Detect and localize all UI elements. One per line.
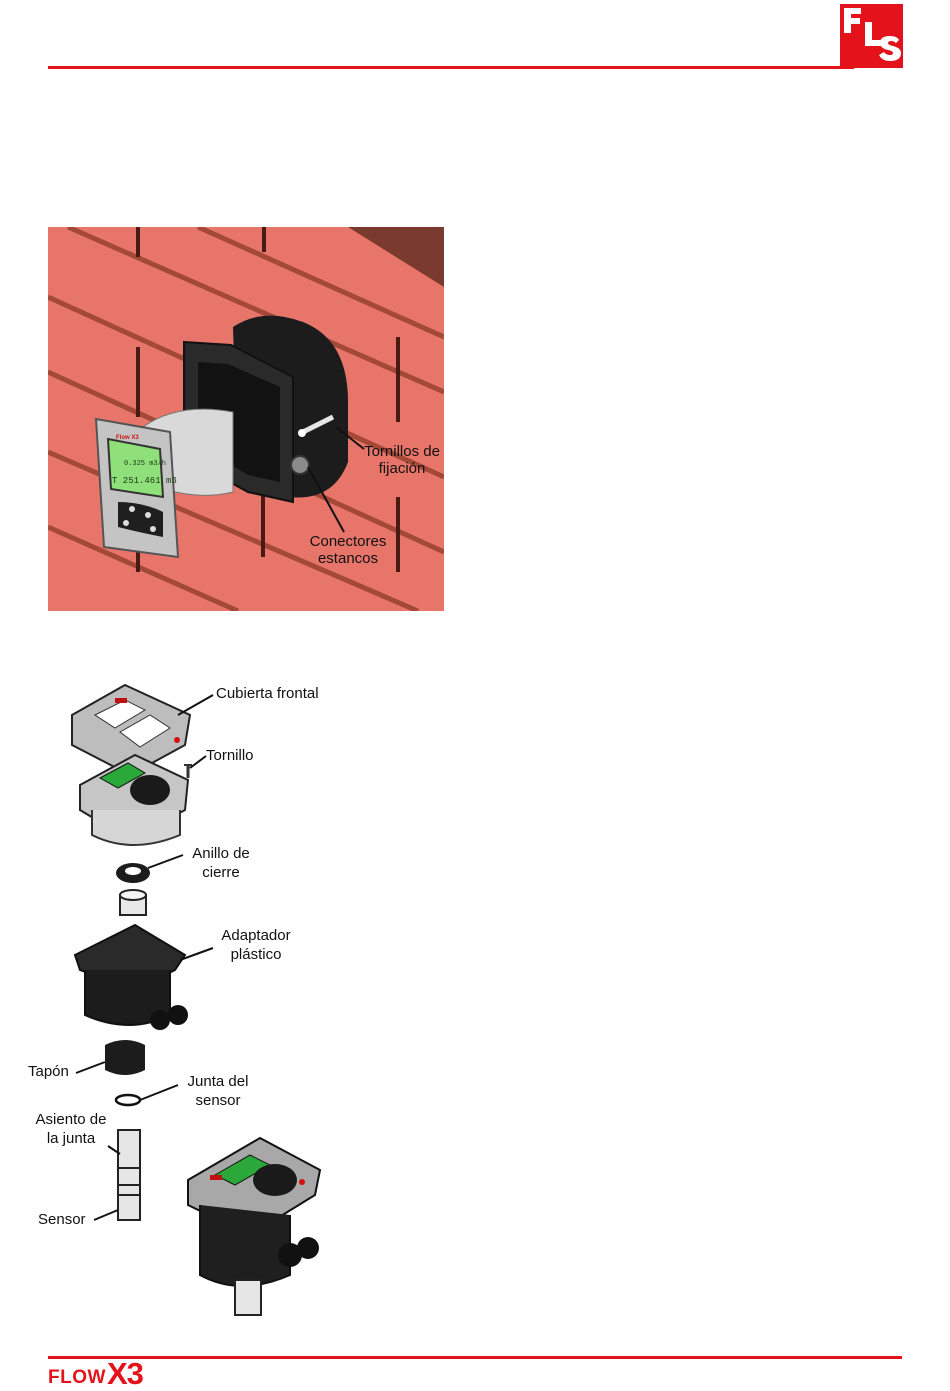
exploded-assembly-figure: Cubierta frontal Tornillo Anillo de cier… xyxy=(20,670,360,1330)
label-sensor: Sensor xyxy=(38,1211,86,1228)
flowx3-logo: FLOW X3 xyxy=(48,1356,144,1391)
label-fixing-screws-line1: Tornillos de xyxy=(364,443,440,460)
svg-text:0.325 m3/h: 0.325 m3/h xyxy=(124,460,166,468)
sensor-part xyxy=(117,1129,141,1221)
label-locking-ring-line2: cierre xyxy=(202,864,240,881)
label-fixing-screws-line2: fijación xyxy=(378,460,426,477)
label-gasket-seat: Asiento de la junta xyxy=(30,1110,112,1148)
label-cap: Tapón xyxy=(28,1063,69,1080)
label-locking-ring: Anillo de cierre xyxy=(182,844,260,882)
flowx3-logo-x3: X3 xyxy=(106,1356,144,1391)
label-sensor-gasket-line2: sensor xyxy=(195,1092,241,1109)
fls-logo xyxy=(840,4,903,68)
electronics-body-part xyxy=(79,753,190,846)
label-screw: Tornillo xyxy=(206,747,254,764)
label-plastic-adapter: Adaptador plástico xyxy=(212,926,300,964)
fls-logo-mark xyxy=(844,8,901,61)
flowx3-logo-flow: FLOW xyxy=(48,1367,106,1388)
panel-mount-figure: Flow X3 0.325 m3/h T 251.461 m3 Tornillo… xyxy=(48,227,444,611)
label-plastic-adapter-line1: Adaptador xyxy=(221,927,291,944)
label-gasket-seat-line2: la junta xyxy=(46,1130,96,1147)
svg-text:T 251.461 m3: T 251.461 m3 xyxy=(112,476,177,486)
label-sealed-connectors: Conectores estancos xyxy=(298,533,398,567)
label-sealed-connectors-line1: Conectores xyxy=(309,533,387,550)
panel-mount-illustration: Flow X3 0.325 m3/h T 251.461 m3 xyxy=(48,227,444,611)
label-fixing-screws: Tornillos de fijación xyxy=(354,443,444,477)
front-cover-part xyxy=(71,683,192,777)
label-gasket-seat-line1: Asiento de xyxy=(35,1111,107,1128)
label-locking-ring-line1: Anillo de xyxy=(192,845,250,862)
svg-text:Flow X3: Flow X3 xyxy=(116,435,139,441)
label-plastic-adapter-line2: plástico xyxy=(230,946,282,963)
header-rule xyxy=(48,66,854,69)
plastic-adapter-part xyxy=(73,923,188,1030)
exploded-assembly-illustration xyxy=(71,683,322,1316)
label-sensor-gasket: Junta del sensor xyxy=(178,1072,258,1110)
label-sealed-connectors-line2: estancos xyxy=(317,550,379,567)
label-sensor-gasket-line1: Junta del xyxy=(187,1073,249,1090)
label-front-cover: Cubierta frontal xyxy=(216,685,319,702)
assembled-unit-part xyxy=(187,1136,322,1316)
footer-rule xyxy=(48,1356,902,1359)
